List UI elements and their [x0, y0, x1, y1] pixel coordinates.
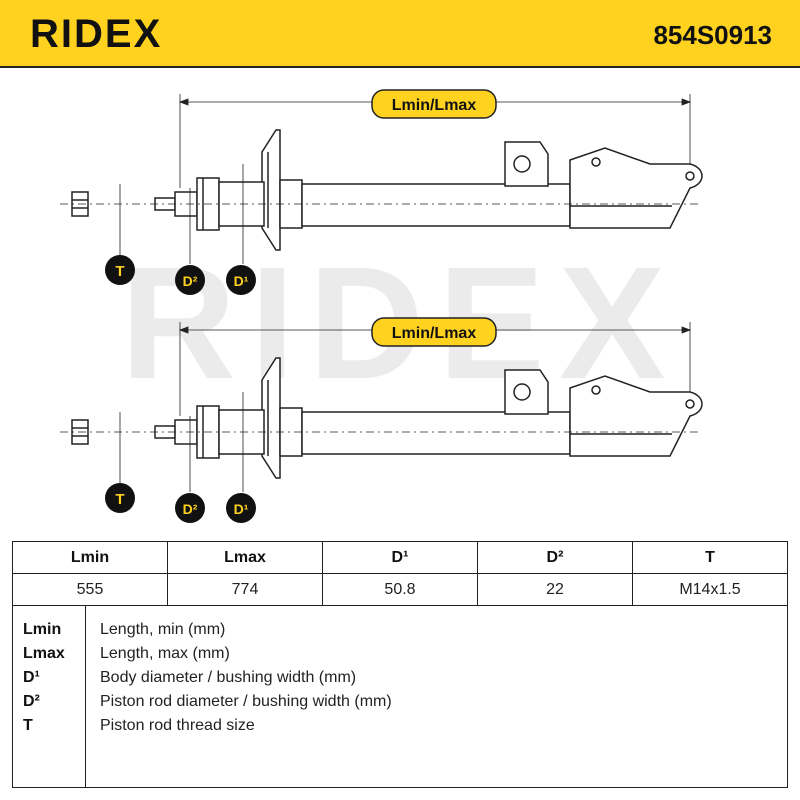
legend-description: Length, min (mm): [100, 621, 226, 638]
col-header-t: T: [632, 541, 788, 574]
spec-header-row: Lmin Lmax D¹ D² T: [12, 541, 788, 574]
legend-row: Lmax Length, max (mm): [13, 642, 789, 666]
legend-key: Lmin: [23, 621, 62, 638]
badge-d1: D¹: [234, 273, 249, 289]
col-header-d2: D²: [477, 541, 633, 574]
legend-row: D² Piston rod diameter / bushing width (…: [13, 690, 789, 714]
legend-row: D¹ Body diameter / bushing width (mm): [13, 666, 789, 690]
badge-d2: D²: [183, 501, 198, 517]
badges-upper: T D² D¹: [105, 255, 256, 295]
col-header-lmin: Lmin: [12, 541, 168, 574]
legend-key: D¹: [23, 669, 40, 686]
lmin-lmax-label: Lmin/Lmax: [392, 325, 477, 342]
legend: Lmin Length, min (mm) Lmax Length, max (…: [12, 606, 788, 788]
value-lmin: 555: [12, 573, 168, 606]
legend-key: D²: [23, 693, 40, 710]
dimension-label-upper: Lmin/Lmax: [371, 89, 497, 119]
col-header-d1: D¹: [322, 541, 478, 574]
value-d2: 22: [477, 573, 633, 606]
dimension-line-lower: [119, 322, 692, 492]
badge-t: T: [115, 491, 124, 508]
badge-t: T: [115, 263, 124, 280]
value-lmax: 774: [167, 573, 323, 606]
spec-table: Lmin Lmax D¹ D² T 555 774 50.8 22 M14x1.…: [12, 541, 788, 606]
header-bar: RIDEX 854S0913: [0, 0, 800, 68]
brand-logo: RIDEX: [30, 12, 163, 56]
legend-description: Length, max (mm): [100, 645, 230, 662]
badge-d2: D²: [183, 273, 198, 289]
legend-description: Body diameter / bushing width (mm): [100, 669, 357, 686]
legend-divider: [85, 606, 86, 788]
legend-row: T Piston rod thread size: [13, 714, 789, 738]
value-t: M14x1.5: [632, 573, 788, 606]
strut-upper: [60, 129, 703, 251]
value-d1: 50.8: [322, 573, 478, 606]
spec-value-row: 555 774 50.8 22 M14x1.5: [12, 573, 788, 606]
legend-key: T: [23, 717, 33, 734]
col-header-lmax: Lmax: [167, 541, 323, 574]
legend-description: Piston rod thread size: [100, 717, 255, 734]
legend-key: Lmax: [23, 645, 65, 662]
badge-d1: D¹: [234, 501, 249, 517]
badges-lower: T D² D¹: [105, 483, 256, 523]
legend-description: Piston rod diameter / bushing width (mm): [100, 693, 392, 710]
dimension-label-lower: Lmin/Lmax: [371, 317, 497, 347]
strut-lower: [60, 357, 703, 479]
legend-row: Lmin Length, min (mm): [13, 618, 789, 642]
shock-absorber-drawing: RIDEX: [60, 89, 703, 523]
lmin-lmax-label: Lmin/Lmax: [392, 97, 477, 114]
part-number: 854S0913: [653, 20, 772, 50]
